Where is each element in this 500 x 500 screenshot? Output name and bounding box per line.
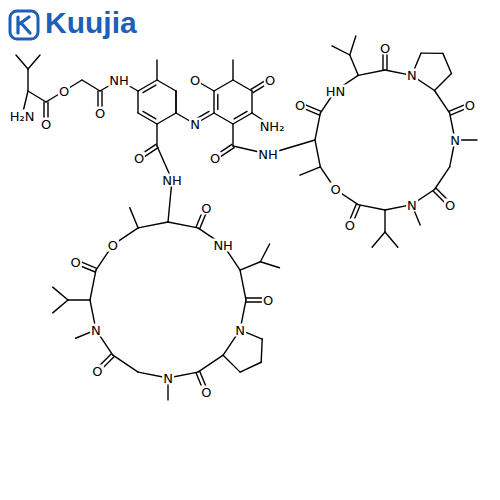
- bond-line: [251, 91, 252, 113]
- atom-label: O: [40, 118, 52, 131]
- bond-line: [175, 91, 176, 113]
- atom-label: NH: [212, 238, 234, 251]
- bond-line: [372, 232, 385, 247]
- bond-line: [315, 140, 320, 167]
- bond-line: [358, 70, 385, 75]
- bond-line: [350, 36, 356, 55]
- bond-line: [234, 111, 247, 118]
- bond-line: [240, 262, 260, 270]
- atom-label: N: [406, 198, 418, 211]
- bond-line: [315, 113, 320, 140]
- atom-label: O: [329, 183, 341, 196]
- bond-line: [130, 208, 138, 228]
- bond-line: [53, 300, 68, 313]
- atom-label: O: [209, 152, 221, 165]
- atom-label: N: [406, 69, 418, 82]
- atom-label: N: [189, 118, 201, 131]
- bond-line: [332, 46, 350, 55]
- atom-label: N: [162, 372, 174, 385]
- atom-label: HN: [325, 84, 347, 97]
- bond-line: [137, 91, 138, 113]
- bond-line: [358, 205, 385, 210]
- bond-line: [434, 167, 449, 190]
- atom-label: O: [189, 74, 201, 87]
- bond-line: [90, 270, 96, 300]
- atom-label: O: [94, 107, 106, 120]
- atom-label: O: [133, 152, 145, 165]
- bond-line: [27, 69, 28, 91]
- atom-label: N: [234, 323, 246, 336]
- bond-line: [138, 222, 168, 228]
- bond-line: [16, 55, 28, 69]
- atom-label: O: [200, 386, 212, 399]
- atom-label: O: [464, 98, 476, 111]
- bond-line: [240, 270, 246, 300]
- atom-label: NH: [108, 74, 130, 87]
- bond-line: [300, 167, 320, 175]
- bond-line: [434, 91, 449, 114]
- bond-line: [143, 111, 156, 118]
- bond-line: [157, 80, 176, 91]
- bond-line: [223, 355, 240, 372]
- atom-label: O: [107, 238, 119, 251]
- atom-label: O: [200, 201, 212, 214]
- atom-label: O: [344, 218, 356, 231]
- atom-label: O: [58, 85, 70, 98]
- bond-line: [443, 53, 452, 73]
- atom-label: N: [90, 323, 102, 336]
- atom-label: NH: [161, 174, 183, 187]
- bond-line: [68, 299, 90, 300]
- bond-line: [261, 339, 262, 362]
- bond-line: [233, 80, 252, 91]
- bond-line: [384, 210, 385, 232]
- bond-line: [28, 91, 46, 102]
- bond-line: [350, 55, 358, 75]
- bond-line: [385, 232, 398, 247]
- bond-line: [214, 113, 233, 124]
- atom-label: NH: [257, 148, 279, 161]
- atom-label: O: [444, 199, 456, 212]
- atom-label: O: [294, 98, 306, 111]
- bond-line: [198, 355, 223, 372]
- bond-line: [213, 91, 214, 113]
- bond-line: [175, 91, 176, 113]
- logo-frame: [10, 11, 38, 39]
- bond-line: [82, 80, 100, 91]
- bond-line: [217, 95, 218, 110]
- bond-line: [143, 85, 156, 92]
- bond-line: [168, 222, 198, 228]
- bond-line: [240, 362, 261, 372]
- logo-text: Kuujia: [44, 8, 138, 38]
- atom-label: O: [91, 364, 103, 377]
- bond-line: [232, 124, 233, 146]
- atom-label: O: [262, 294, 274, 307]
- atom-label: O: [69, 255, 81, 268]
- atom-label: O: [379, 42, 391, 55]
- bond-line: [260, 244, 269, 262]
- bond-line: [421, 52, 443, 54]
- bond-line: [214, 80, 233, 91]
- atom-label: O: [264, 74, 276, 87]
- bond-line: [157, 113, 176, 124]
- bond-line: [260, 262, 279, 268]
- bond-line: [53, 287, 68, 300]
- atom-label: H₂N: [9, 110, 36, 123]
- bond-line: [113, 355, 138, 372]
- logo-mark: [18, 17, 30, 33]
- bond-line: [156, 60, 157, 80]
- atom-label: NH₂: [259, 120, 286, 133]
- atom-label: N: [449, 134, 461, 147]
- bond-line: [156, 124, 157, 146]
- bond-line: [434, 74, 451, 91]
- bond-line: [28, 55, 40, 69]
- bond-line: [232, 60, 233, 80]
